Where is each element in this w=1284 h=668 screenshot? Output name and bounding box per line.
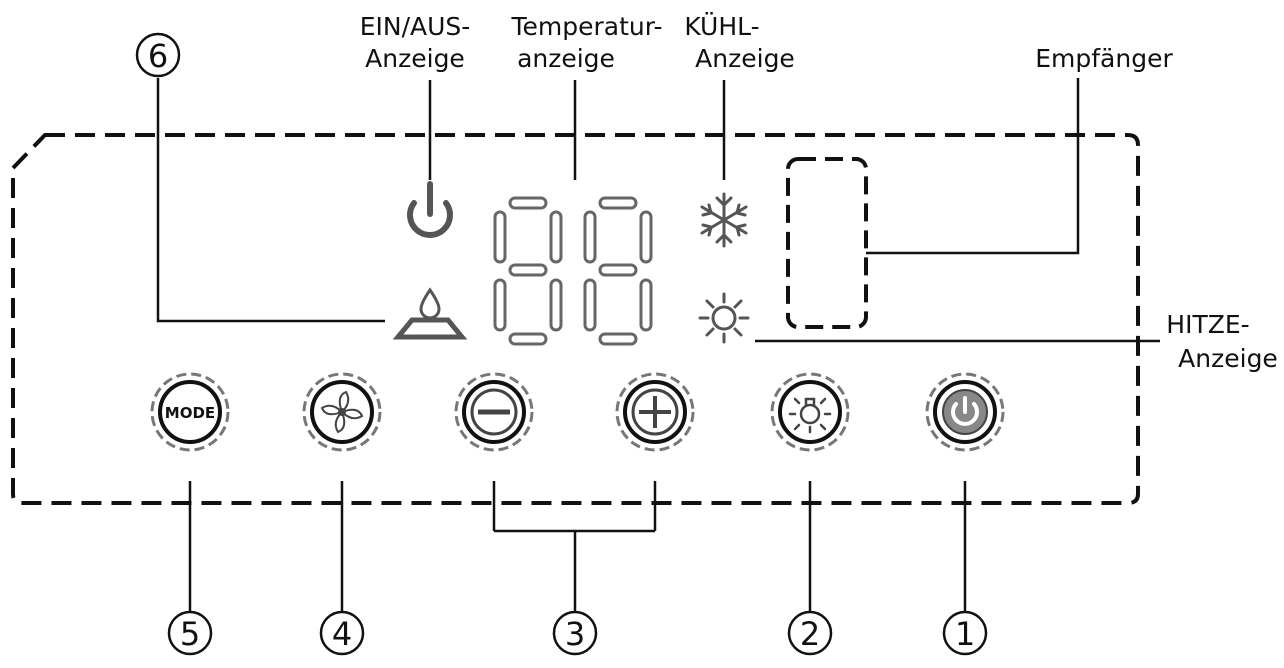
receiver-label: Empfänger bbox=[1035, 44, 1173, 73]
callout-2: 2 bbox=[787, 610, 833, 656]
temperature-display-label-line1: Temperatur- bbox=[511, 12, 663, 41]
panel-outline bbox=[11, 133, 1140, 505]
power-indicator-label-line2: Anzeige bbox=[365, 44, 465, 73]
cool-indicator-label-line2: Anzeige bbox=[695, 44, 795, 73]
snowflake-icon bbox=[700, 192, 748, 248]
light-button bbox=[770, 372, 850, 452]
bulb-icon bbox=[788, 397, 832, 434]
callout-3: 3 bbox=[552, 610, 598, 656]
heat-indicator-label-line1: HITZE- bbox=[1166, 310, 1249, 339]
minus-icon bbox=[470, 388, 518, 436]
svg-text:4: 4 bbox=[332, 615, 352, 653]
power-icon bbox=[942, 389, 988, 435]
sun-icon bbox=[698, 292, 750, 344]
plus-button bbox=[615, 372, 695, 452]
plus-icon bbox=[631, 388, 679, 436]
temperature-digit-right bbox=[583, 196, 653, 346]
callout-1: 1 bbox=[942, 610, 988, 656]
svg-text:6: 6 bbox=[148, 37, 168, 75]
temperature-digit-left bbox=[493, 196, 563, 346]
receiver-window bbox=[786, 157, 868, 329]
heat-indicator-label-line2: Anzeige bbox=[1178, 344, 1278, 373]
svg-text:3: 3 bbox=[565, 615, 585, 653]
fan-icon bbox=[320, 390, 364, 434]
minus-button bbox=[454, 372, 534, 452]
power-indicator-label-line1: EIN/AUS- bbox=[360, 12, 471, 41]
cool-indicator-label-line1: KÜHL- bbox=[684, 12, 759, 41]
temperature-display-label-line2: anzeige bbox=[517, 44, 615, 73]
leader-lines bbox=[156, 78, 1160, 612]
power-button bbox=[925, 372, 1005, 452]
svg-text:MODE: MODE bbox=[165, 404, 215, 422]
svg-text:1: 1 bbox=[955, 615, 975, 653]
power-indicator-icon bbox=[407, 181, 453, 238]
svg-text:5: 5 bbox=[180, 615, 200, 653]
callout-6: 6 bbox=[135, 32, 181, 78]
water-drop-icon bbox=[392, 287, 468, 340]
fan-button bbox=[302, 372, 382, 452]
callout-4: 4 bbox=[319, 610, 365, 656]
mode-button: MODE bbox=[150, 372, 230, 452]
callout-5: 5 bbox=[167, 610, 213, 656]
svg-text:2: 2 bbox=[800, 615, 820, 653]
